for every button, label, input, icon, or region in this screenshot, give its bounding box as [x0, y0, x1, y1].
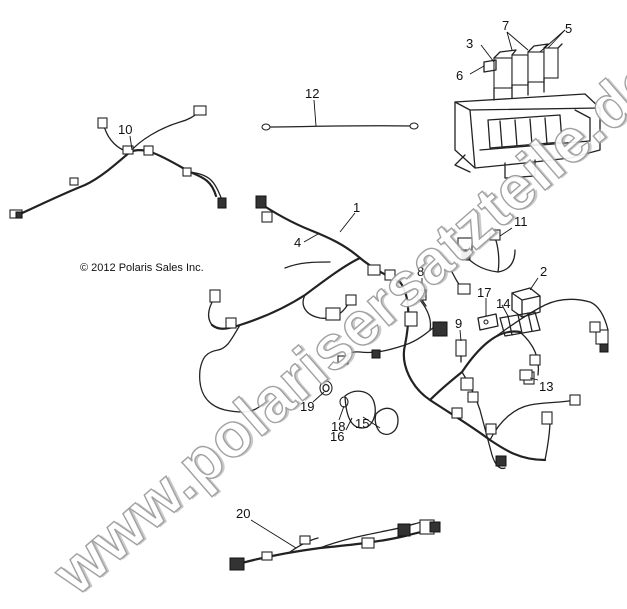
part-14-fuse-block: [499, 311, 541, 337]
part-17-bracket: [477, 313, 499, 331]
callout-20: 20: [236, 506, 250, 521]
callouts: 1 2 3 4 5 6 7 8 9 10 11 12 13 14 15 16 1…: [118, 18, 572, 521]
callout-19: 19: [300, 399, 314, 414]
part-13-clip: [519, 369, 533, 381]
copyright-notice: © 2012 Polaris Sales Inc.: [80, 262, 204, 274]
callout-17: 17: [477, 285, 491, 300]
part-1-main-harness: [199, 195, 609, 470]
callout-7: 7: [502, 18, 509, 33]
callout-2: 2: [540, 264, 547, 279]
part-19-grommet: [319, 380, 333, 396]
callout-5: 5: [565, 21, 572, 36]
part-18-plug: [339, 396, 349, 408]
part-20-harness: [229, 519, 441, 571]
callout-1: 1: [353, 200, 360, 215]
callout-3: 3: [466, 36, 473, 51]
leader-lines: [129, 29, 566, 549]
part-9-connector: [455, 339, 467, 363]
callout-16: 16: [330, 429, 344, 444]
relay-box-assembly: [454, 43, 601, 179]
callout-11: 11: [514, 214, 528, 229]
part-10-harness: [9, 105, 227, 219]
callout-9: 9: [455, 316, 462, 331]
part-15-seal: [374, 407, 399, 435]
part-11-harness: [449, 229, 516, 295]
callout-15: 15: [355, 416, 369, 431]
part-16-seal: [344, 390, 376, 429]
callout-6: 6: [456, 68, 463, 83]
callout-13: 13: [539, 379, 553, 394]
parts-diagram: 1 2 3 4 5 6 7 8 9 10 11 12 13 14 15 16 1…: [9, 18, 609, 571]
callout-10: 10: [118, 122, 132, 137]
part-12-wire: [261, 122, 419, 131]
callout-4: 4: [294, 235, 301, 250]
callout-12: 12: [305, 86, 319, 101]
callout-14: 14: [496, 296, 510, 311]
callout-18: 18: [331, 419, 345, 434]
callout-8: 8: [417, 264, 424, 279]
